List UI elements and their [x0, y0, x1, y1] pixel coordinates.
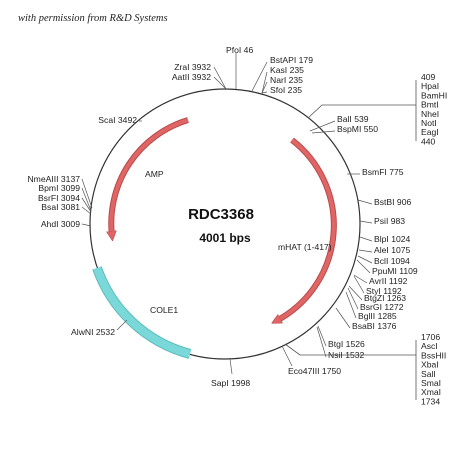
cluster-site-label: 1706: [421, 332, 440, 342]
restriction-site-label: BsmFI 775: [362, 167, 404, 177]
mhat-feature-label: mHAT (1-417): [278, 242, 332, 252]
restriction-site-label: KasI 235: [270, 65, 304, 75]
site-leader-line: [358, 249, 373, 253]
site-leader-line: [261, 91, 268, 94]
plasmid-name: RDC3368: [188, 206, 254, 223]
cluster-site-label: NotI: [421, 118, 437, 128]
site-leader-line: [356, 259, 371, 274]
restriction-site-label: AlwNI 2532: [71, 327, 115, 337]
restriction-site-label: BtgI 1526: [328, 339, 365, 349]
site-leader-line: [311, 130, 336, 134]
restriction-site-label: BsrGI 1272: [360, 302, 404, 312]
site-leader-line: [81, 206, 92, 215]
mhat-feature-arrow-fill: [276, 138, 336, 321]
restriction-site-label: BlpI 1024: [374, 234, 411, 244]
site-leader-line: [81, 178, 93, 209]
cluster-site-label: SalI: [421, 369, 436, 379]
cluster-site-label: SmaI: [421, 378, 441, 388]
site-leader-line: [348, 285, 363, 301]
credit-text: with permission from R&D Systems: [18, 13, 168, 24]
site-leader-line: [309, 120, 336, 132]
restriction-site-label: PsiI 983: [374, 216, 405, 226]
cluster-site-label: BmtI: [421, 100, 439, 110]
cluster-site-label: 1734: [421, 396, 440, 406]
amp-feature-arrow-fill: [111, 118, 189, 236]
cluster-bottom-leader: [284, 343, 416, 356]
site-leader-line: [251, 61, 268, 92]
plasmid-backbone: [89, 88, 361, 360]
site-leader-line: [345, 291, 357, 319]
restriction-site-label: PpuMI 1109: [372, 266, 418, 276]
site-leader-line: [317, 325, 327, 347]
mhat-feature-arrow: [274, 137, 337, 324]
cluster-site-label: AscI: [421, 341, 438, 351]
cluster-site-label: 409: [421, 72, 436, 82]
restriction-site-label: BalI 539: [337, 114, 369, 124]
cluster-site-label: XbaI: [421, 360, 439, 370]
site-leader-line: [359, 220, 373, 224]
restriction-site-label: SfoI 235: [270, 85, 302, 95]
site-leader-line: [281, 345, 293, 367]
restriction-site-label: BpmI 3099: [38, 183, 80, 193]
site-leader-line: [229, 358, 233, 375]
cluster-site-label: HpaI: [421, 81, 439, 91]
restriction-site-label: BspMI 550: [337, 124, 378, 134]
cole1-feature-label: COLE1: [150, 305, 178, 315]
restriction-site-label: BstAPI 179: [270, 55, 313, 65]
cole1-feature-arc-fill: [93, 266, 192, 358]
cluster-site-label: NheI: [421, 109, 439, 119]
restriction-site-label: BsrFI 3094: [38, 193, 80, 203]
cluster-site-label: BamHI: [421, 90, 447, 100]
site-leader-line: [353, 274, 368, 284]
site-leader-line: [335, 307, 351, 329]
restriction-site-label: ZraI 3932: [174, 62, 211, 72]
site-leader-line: [357, 199, 373, 205]
site-leader-line: [353, 275, 365, 294]
restriction-site-label: BsaBI 1376: [352, 321, 397, 331]
site-leader-line: [261, 81, 268, 94]
restriction-site-label: BstBI 906: [374, 197, 411, 207]
restriction-site-label: NarI 235: [270, 75, 303, 85]
site-leader-line: [357, 255, 373, 264]
restriction-site-label: AleI 1075: [374, 245, 411, 255]
restriction-site-label: AvrII 1192: [369, 276, 408, 286]
plasmid-size: 4001 bps: [199, 231, 251, 245]
site-leader-line: [316, 326, 327, 358]
restriction-site-label: PfoI 46: [226, 45, 253, 55]
amp-feature-label: AMP: [145, 169, 164, 179]
restriction-site-label: StyI 1192: [366, 286, 402, 296]
site-leader-line: [81, 187, 92, 212]
site-leader-line: [213, 76, 227, 90]
restriction-site-label: BclI 1094: [374, 256, 410, 266]
site-leader-line: [81, 197, 92, 213]
restriction-site-label: Eco47III 1750: [288, 366, 341, 376]
cluster-site-label: 440: [421, 136, 436, 146]
restriction-site-label: AhdI 3009: [41, 219, 80, 229]
site-leader-line: [116, 319, 128, 331]
cluster-site-label: XmaI: [421, 387, 441, 397]
restriction-site-label: ScaI 3492: [98, 115, 137, 125]
site-leader-line: [347, 287, 359, 310]
restriction-site-label: BglII 1285: [358, 311, 397, 321]
restriction-site-label: NmeAIII 3137: [27, 174, 80, 184]
restriction-site-label: AatII 3932: [172, 72, 211, 82]
site-leader-line: [213, 66, 227, 90]
site-leader-line: [359, 236, 373, 242]
site-leader-line: [81, 223, 92, 227]
restriction-site-label: SapI 1998: [211, 378, 250, 388]
restriction-site-label: BtgZI 1263: [364, 293, 406, 303]
site-leader-line: [261, 71, 268, 94]
restriction-site-label: BsaI 3081: [41, 202, 80, 212]
cluster-top-leader: [307, 104, 416, 119]
cluster-site-label: EagI: [421, 127, 439, 137]
restriction-site-label: NsiI 1532: [328, 350, 365, 360]
cluster-site-label: BssHII: [421, 350, 446, 360]
